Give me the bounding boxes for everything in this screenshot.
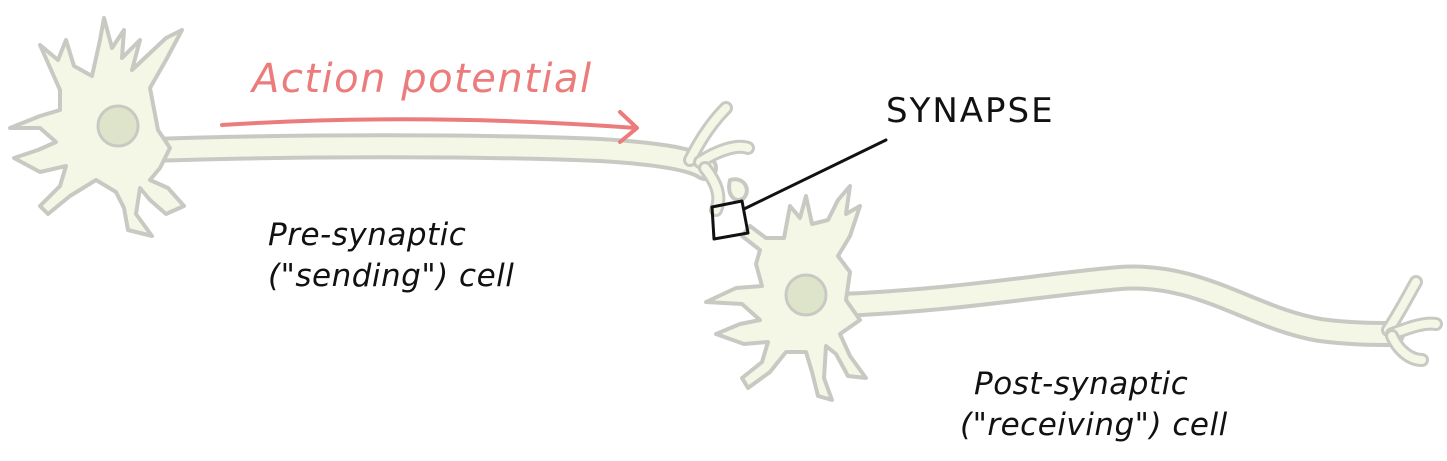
post-synaptic-label-line2: ("receiving") cell xyxy=(960,407,1228,443)
post-synaptic-label-line1: Post-synaptic xyxy=(974,366,1189,402)
pre-synaptic-terminal-mid-fill xyxy=(696,142,752,166)
post-synaptic-nucleus xyxy=(784,273,828,317)
pre-synaptic-terminal-knob xyxy=(727,177,749,202)
action-potential-label: Action potential xyxy=(252,56,593,102)
action-potential-arrow-shaft xyxy=(220,117,638,130)
synapse-callout xyxy=(710,138,888,241)
pre-synaptic-nucleus xyxy=(96,104,140,148)
synapse-highlight-box xyxy=(710,199,750,241)
action-potential-arrow xyxy=(220,110,639,144)
action-potential-arrowhead xyxy=(618,110,639,144)
pre-synaptic-terminal-upper-fill xyxy=(686,104,730,164)
synapse-leader-line xyxy=(742,138,888,211)
post-synaptic-neuron xyxy=(704,184,1443,402)
pre-synaptic-axon-fill xyxy=(141,137,714,177)
pre-synaptic-label: Pre-synaptic ("sending") cell xyxy=(268,215,514,297)
pre-synaptic-neuron xyxy=(8,16,755,238)
post-synaptic-label: Post-synaptic ("receiving") cell xyxy=(960,364,1228,446)
pre-synaptic-label-line1: Pre-synaptic xyxy=(268,217,467,253)
post-synaptic-axon-fill xyxy=(831,268,1401,343)
synapse-label: SYNAPSE xyxy=(886,91,1055,131)
pre-synaptic-label-line2: ("sending") cell xyxy=(268,258,515,294)
post-synaptic-terminal-lower-fill xyxy=(1388,332,1426,364)
post-synaptic-terminal-upper-fill xyxy=(1384,278,1420,334)
